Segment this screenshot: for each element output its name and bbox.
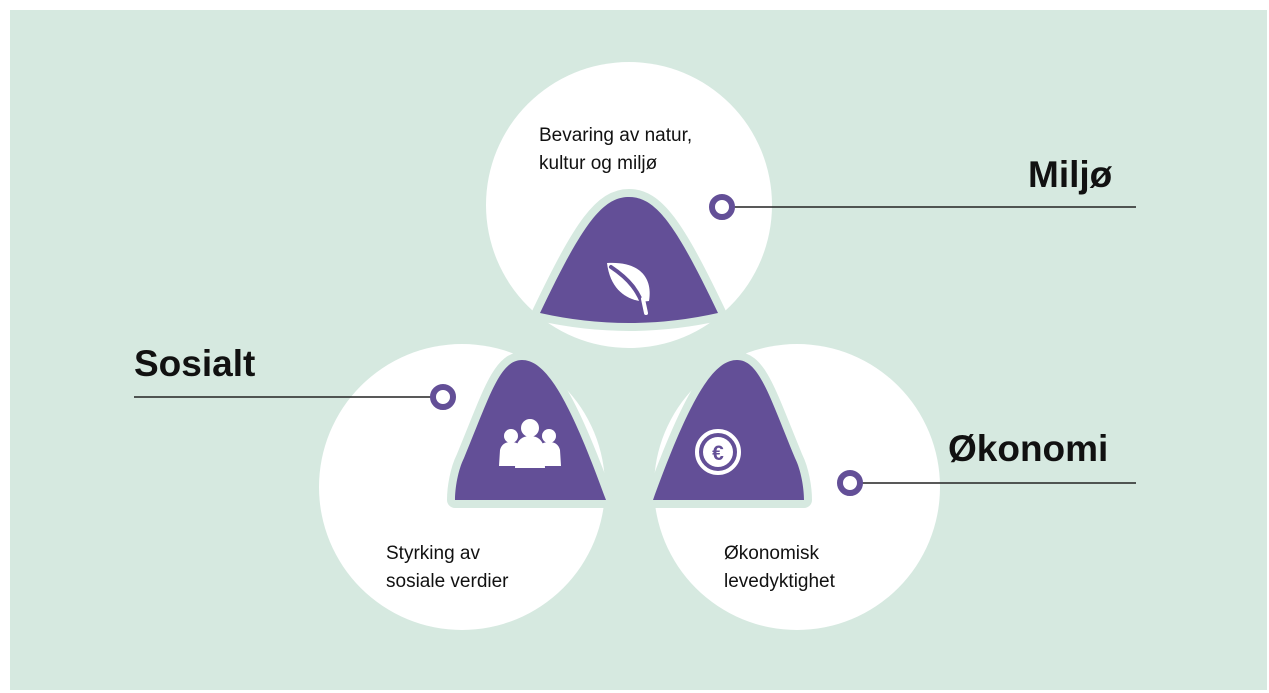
environment-description: Bevaring av natur, kultur og miljø bbox=[539, 122, 692, 178]
economy-petal bbox=[653, 360, 804, 500]
social-connector-dot bbox=[430, 384, 456, 410]
social-description: Styrking av sosiale verdier bbox=[386, 540, 509, 596]
economy-title: Økonomi bbox=[948, 428, 1109, 469]
environment-title: Miljø bbox=[1028, 154, 1113, 195]
economy-connector-dot bbox=[837, 470, 863, 496]
leaf-icon bbox=[607, 262, 650, 315]
social-title: Sosialt bbox=[134, 343, 256, 384]
environment-description-line-1: Bevaring av natur, bbox=[539, 125, 693, 146]
environment-description-line-2: kultur og miljø bbox=[539, 153, 658, 174]
economy-description-line-1: Økonomisk bbox=[724, 543, 820, 564]
environment-petal bbox=[540, 197, 718, 323]
people-group-icon bbox=[499, 419, 561, 468]
social-description-line-1: Styrking av bbox=[386, 543, 480, 564]
environment-connector-dot bbox=[709, 194, 735, 220]
svg-text:€: € bbox=[712, 442, 724, 465]
euro-coin-icon: € bbox=[695, 429, 741, 475]
economy-description-line-2: levedyktighet bbox=[724, 571, 835, 592]
social-description-line-2: sosiale verdier bbox=[386, 571, 509, 592]
economy-description: Økonomisk levedyktighet bbox=[724, 540, 835, 596]
